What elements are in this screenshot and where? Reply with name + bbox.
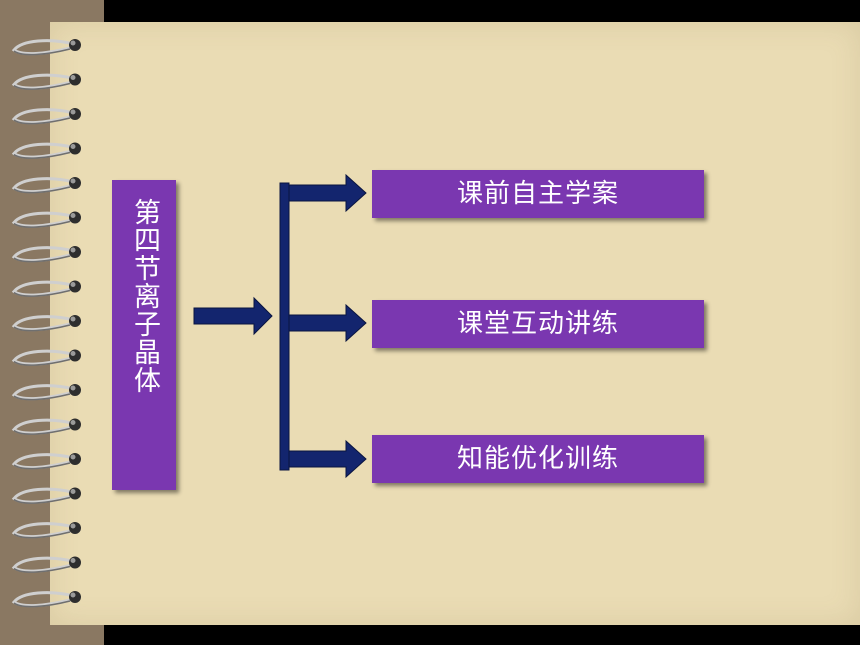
title-box: 第四节离子晶体 (112, 180, 176, 490)
spiral-ring-icon (11, 556, 81, 573)
spiral-ring-icon (11, 522, 81, 539)
spiral-ring-icon (11, 108, 81, 125)
spiral-binding (11, 39, 81, 608)
spiral-ring-icon (11, 418, 81, 435)
spiral-ring-icon (11, 142, 81, 159)
arrow-right-icon (193, 296, 273, 336)
spiral-ring-icon (11, 453, 81, 470)
branch-label: 课前自主学案 (456, 179, 619, 209)
spiral-ring-icon (11, 177, 81, 194)
arrow-right-icon (288, 439, 367, 479)
branch-label: 课堂互动讲练 (456, 309, 619, 339)
spiral-ring-icon (11, 211, 81, 228)
spiral-ring-icon (11, 280, 81, 297)
spiral-ring-icon (11, 349, 81, 366)
spiral-ring-icon (11, 73, 81, 90)
arrow-right-icon (288, 303, 367, 343)
branch-box-prestudy[interactable]: 课前自主学案 (372, 170, 704, 218)
spiral-ring-icon (11, 384, 81, 401)
bracket-bar (279, 182, 290, 471)
spiral-ring-icon (11, 487, 81, 504)
spiral-ring-icon (11, 315, 81, 332)
arrow-right-icon (288, 173, 367, 213)
branch-box-interactive[interactable]: 课堂互动讲练 (372, 300, 704, 348)
spiral-ring-icon (11, 39, 81, 56)
spiral-ring-icon (11, 591, 81, 608)
spiral-ring-icon (11, 246, 81, 263)
branch-box-practice[interactable]: 知能优化训练 (372, 435, 704, 483)
title-text: 第四节离子晶体 (129, 198, 160, 394)
branch-label: 知能优化训练 (456, 444, 619, 474)
